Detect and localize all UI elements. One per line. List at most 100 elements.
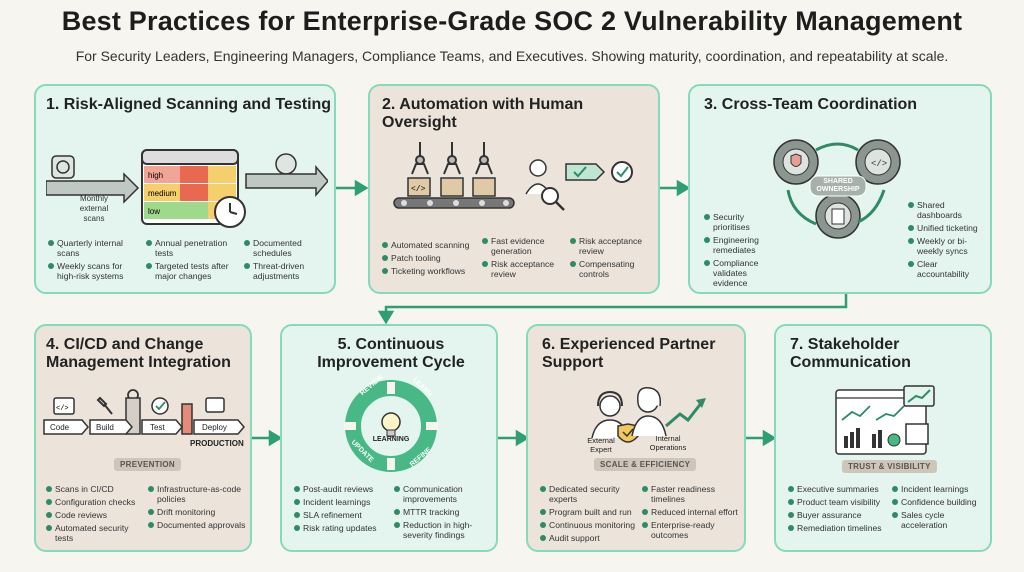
list-item: Quarterly internal scans: [48, 238, 142, 258]
cycle-center-label: LEARNING: [372, 436, 410, 443]
bullet-col-1: Post-audit reviews Incident learnings SL…: [294, 484, 390, 536]
card-continuous-improvement: 5. Continuous Improvement Cycle REVIEW L…: [280, 324, 498, 552]
bullet-col-2: Fast evidence generation Risk acceptance…: [482, 236, 566, 282]
list-item: Program built and run: [540, 507, 638, 517]
monthly-scans-label: Monthly external scans: [79, 194, 109, 223]
list-item: Patch tooling: [382, 253, 478, 263]
partner-illustration: [591, 387, 706, 443]
pipeline-illustration: </>: [43, 389, 245, 435]
bullet-col-2: Infrastructure-as-code policies Drift mo…: [148, 484, 250, 533]
bullet-col-1: Scans in CI/CD Configuration checks Code…: [46, 484, 146, 546]
card-title: 7. Stakeholder Communication: [790, 336, 911, 371]
list-item: Reduced internal effort: [642, 507, 742, 517]
list-item: Confidence building: [892, 497, 988, 507]
card-title: 2. Automation with Human Oversight: [382, 96, 584, 131]
bullet-col-2: Annual penetration tests Targeted tests …: [146, 238, 242, 284]
list-item: Documented schedules: [244, 238, 334, 258]
dashboard-illustration: [835, 385, 935, 455]
list-item: Scans in CI/CD: [46, 484, 146, 494]
page-title: Best Practices for Enterprise-Grade SOC …: [61, 6, 963, 36]
trust-visibility-badge: TRUST & VISIBILITY: [842, 460, 937, 473]
svg-text:</>: </>: [871, 159, 887, 169]
list-item: Incident learnings: [294, 497, 390, 507]
stage-test: Test: [150, 423, 165, 432]
list-item: Enterprise-ready outcomes: [642, 520, 742, 540]
svg-text:</>: </>: [56, 405, 69, 413]
list-item: Security prioritises: [704, 212, 782, 232]
list-item: Continuous monitoring: [540, 520, 638, 530]
stage-code: Code: [50, 423, 70, 432]
heat-label-low: low: [148, 207, 160, 216]
list-item: Risk rating updates: [294, 523, 390, 533]
list-item: Unified ticketing: [908, 223, 988, 233]
list-item: Weekly or bi-weekly syncs: [908, 236, 988, 256]
scanning-calendar-illustration: high medium low: [46, 149, 328, 228]
list-item: Targeted tests after major changes: [146, 261, 242, 281]
list-item: Automated security tests: [46, 523, 146, 543]
list-item: Compliance validates evidence: [704, 258, 782, 288]
shared-ownership-label: SHARED OWNERSHIP: [816, 178, 860, 193]
card-automation-oversight: 2. Automation with Human Oversight </> A…: [368, 84, 660, 294]
list-item: Audit support: [540, 533, 638, 543]
list-item: Fast evidence generation: [482, 236, 566, 256]
conveyor-robot-illustration: </>: [393, 142, 633, 211]
list-item: Weekly scans for high-risk systems: [48, 261, 142, 281]
bullet-col-1: Quarterly internal scans Weekly scans fo…: [48, 238, 142, 284]
list-item: Risk acceptance review: [570, 236, 656, 256]
list-item: Compensating controls: [570, 259, 656, 279]
production-label: PRODUCTION: [190, 439, 244, 448]
list-item: Sales cycle acceleration: [892, 510, 988, 530]
list-item: Reduction in high-severity findings: [394, 520, 494, 540]
list-item: Executive summaries: [788, 484, 884, 494]
list-item: Engineering remediates: [704, 235, 782, 255]
list-item: Communication improvements: [394, 484, 494, 504]
list-item: Threat-driven adjustments: [244, 261, 334, 281]
heat-label-high: high: [148, 171, 163, 180]
list-item: Risk acceptance review: [482, 259, 566, 279]
card-title: 6. Experienced Partner Support: [542, 336, 716, 371]
prevention-badge: PREVENTION: [114, 458, 182, 471]
bullet-col-2: Faster readiness timelines Reduced inter…: [642, 484, 742, 543]
card-title: 5. Continuous Improvement Cycle: [317, 336, 465, 371]
card-stakeholder-communication: 7. Stakeholder Communication TRUST & VIS…: [774, 324, 992, 552]
connector-3-5: [384, 292, 848, 316]
list-item: Incident learnings: [892, 484, 988, 494]
bullet-col-1: Automated scanning Patch tooling Ticketi…: [382, 240, 478, 279]
list-item: Faster readiness timelines: [642, 484, 742, 504]
list-item: Ticketing workflows: [382, 266, 478, 276]
card-title: 4. CI/CD and Change Management Integrati…: [46, 336, 231, 371]
page-subtitle: For Security Leaders, Engineering Manage…: [75, 48, 949, 64]
bullet-col-3: Risk acceptance review Compensating cont…: [570, 236, 656, 282]
list-item: Automated scanning: [382, 240, 478, 250]
improvement-cycle-illustration: [344, 380, 438, 472]
list-item: Product team visibility: [788, 497, 884, 507]
internal-ops-label: Internal Operations: [649, 434, 687, 452]
heat-label-medium: medium: [148, 189, 177, 198]
list-item: SLA refinement: [294, 510, 390, 520]
card-risk-aligned-scanning: 1. Risk-Aligned Scanning and Testing hig…: [34, 84, 336, 294]
list-item: Infrastructure-as-code policies: [148, 484, 250, 504]
list-item: MTTR tracking: [394, 507, 494, 517]
bullet-col-1: Security prioritises Engineering remedia…: [704, 212, 782, 291]
list-item: Drift monitoring: [148, 507, 250, 517]
bullet-col-3: Documented schedules Threat-driven adjus…: [244, 238, 334, 284]
stage-build: Build: [96, 423, 114, 432]
list-item: Code reviews: [46, 510, 146, 520]
list-item: Annual penetration tests: [146, 238, 242, 258]
stage-deploy: Deploy: [202, 423, 227, 432]
card-partner-support: 6. Experienced Partner Support External …: [526, 324, 746, 552]
list-item: Post-audit reviews: [294, 484, 390, 494]
list-item: Buyer assurance: [788, 510, 884, 520]
card-cicd-integration: 4. CI/CD and Change Management Integrati…: [34, 324, 252, 552]
bullet-col-2: Incident learnings Confidence building S…: [892, 484, 988, 533]
list-item: Shared dashboards: [908, 200, 988, 220]
list-item: Dedicated security experts: [540, 484, 638, 504]
bullet-col-2: Communication improvements MTTR tracking…: [394, 484, 494, 543]
scale-efficiency-badge: SCALE & EFFICIENCY: [594, 458, 697, 471]
list-item: Configuration checks: [46, 497, 146, 507]
code-box-label: </>: [411, 185, 426, 194]
card-title: 1. Risk-Aligned Scanning and Testing: [46, 96, 332, 113]
bullet-col-1: Executive summaries Product team visibil…: [788, 484, 884, 536]
card-cross-team-coordination: 3. Cross-Team Coordination </> SHARED OW…: [688, 84, 992, 294]
